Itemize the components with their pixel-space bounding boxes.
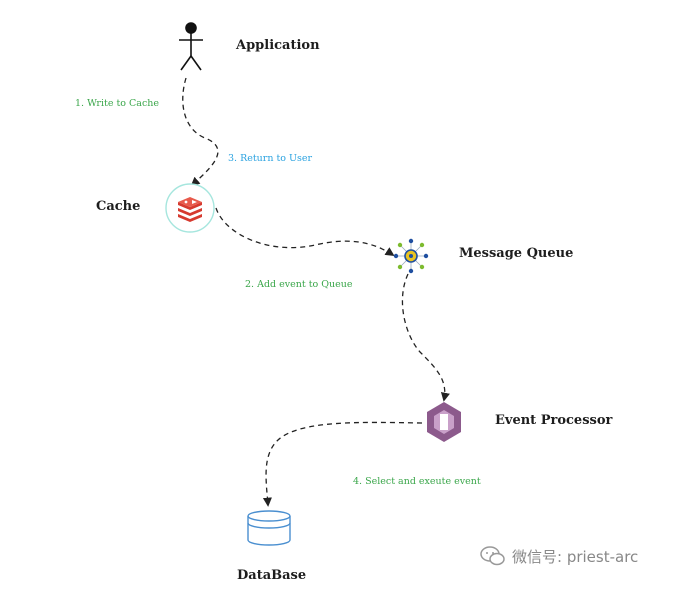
edge-app-to-cache (182, 77, 219, 187)
step-label-write-cache: 1. Write to Cache (75, 98, 160, 109)
cache-redis-icon (165, 183, 215, 233)
message-queue-icon (393, 238, 429, 274)
wechat-icon (480, 546, 505, 566)
step-label-return-user: 3. Return to User (228, 153, 313, 164)
node-label-cache: Cache (96, 199, 141, 214)
step-label-add-event: 2. Add event to Queue (245, 279, 353, 290)
event-processor-icon (427, 402, 461, 442)
step-label-select-execute: 4. Select and exeute event (353, 476, 481, 487)
node-label-database: DataBase (237, 568, 307, 583)
node-label-application: Application (236, 38, 320, 53)
edge-processor-to-database (262, 421, 423, 507)
edge-cache-to-queue (215, 207, 395, 256)
database-icon (247, 510, 291, 546)
edge-queue-to-processor (401, 273, 450, 402)
node-label-event-processor: Event Processor (495, 413, 613, 428)
user-actor-icon (179, 22, 203, 71)
watermark: 微信号: priest-arc (480, 545, 638, 567)
watermark-text: 微信号: priest-arc (512, 547, 639, 566)
node-label-message-queue: Message Queue (459, 246, 574, 261)
